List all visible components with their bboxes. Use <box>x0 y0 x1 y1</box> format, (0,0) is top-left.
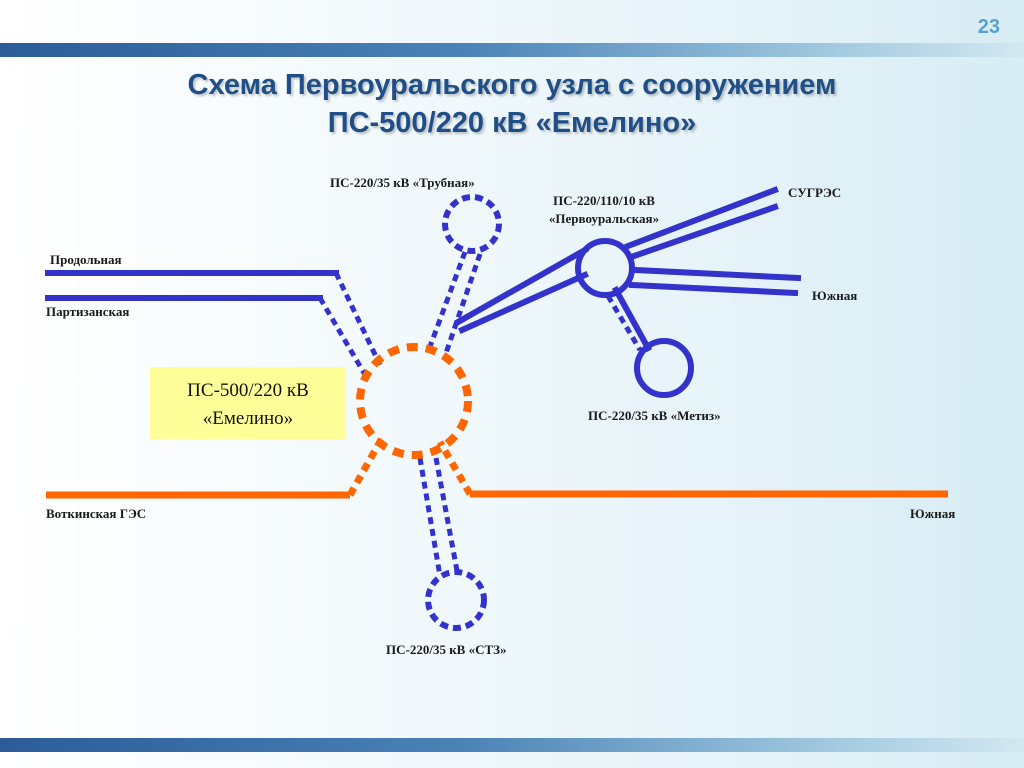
dash-trubnaya-a <box>425 251 468 353</box>
line-metiz-link <box>611 285 653 353</box>
pervouralskaya-substation <box>575 238 635 298</box>
line-sugres-b <box>630 203 779 260</box>
label-votkinsk: Воткинская ГЭС <box>46 506 146 521</box>
title-line-1: Схема Первоуральского узла с сооружением <box>187 69 837 101</box>
lines-500 <box>46 436 948 499</box>
label-pervouralskaya-2: «Первоуральская» <box>549 211 659 226</box>
top-decor-bar <box>0 43 1024 57</box>
line-yuzhnaya-220-b <box>628 281 799 297</box>
label-partizanskaya: Партизанская <box>46 304 129 319</box>
label-trubnaya: ПС-220/35 кВ «Трубная» <box>330 175 475 190</box>
center-label-line-2: «Емелино» <box>203 408 293 429</box>
title-line-2: ПС-500/220 кВ «Емелино» <box>327 107 697 139</box>
dash-trubnaya-b <box>442 253 483 357</box>
dashed-220-lines <box>317 251 643 577</box>
label-sugres: СУГРЭС <box>788 185 841 200</box>
dash-partizanskaya <box>317 296 370 380</box>
label-metiz: ПС-220/35 кВ «Метиз» <box>588 408 721 423</box>
line-yuzhnaya-220-a <box>632 266 802 282</box>
label-prodolnaya: Продольная <box>50 252 122 267</box>
label-pervouralskaya-1: ПС-220/110/10 кВ <box>553 193 655 208</box>
slide-number: 23 <box>977 16 1000 38</box>
label-yuzhnaya-220: Южная <box>812 288 857 303</box>
center-label-box <box>150 367 346 439</box>
dash-votkinsk <box>346 436 386 497</box>
bottom-decor-bar <box>0 738 1024 752</box>
line-emelino-pervouralskaya-b <box>458 271 589 334</box>
dash-stz-a <box>433 457 461 577</box>
solid-220-lines <box>45 186 802 353</box>
dash-stz-b <box>417 457 443 577</box>
line-sugres-a <box>624 186 779 250</box>
dash-yuzhnaya-500 <box>436 440 474 496</box>
label-yuzhnaya-500: Южная <box>910 506 955 521</box>
center-label-line-1: ПС-500/220 кВ <box>187 380 309 401</box>
dash-metiz <box>605 294 643 352</box>
metiz-substation <box>634 338 694 398</box>
stz-substation <box>425 569 487 631</box>
slide-title: Схема Первоуральского узла с сооружением… <box>62 66 962 142</box>
emelino-substation <box>356 343 472 459</box>
trubnaya-substation <box>442 194 502 254</box>
label-stz: ПС-220/35 кВ «СТЗ» <box>386 642 507 657</box>
dash-prodolnaya <box>333 271 383 367</box>
line-emelino-pervouralskaya-a <box>453 245 590 327</box>
